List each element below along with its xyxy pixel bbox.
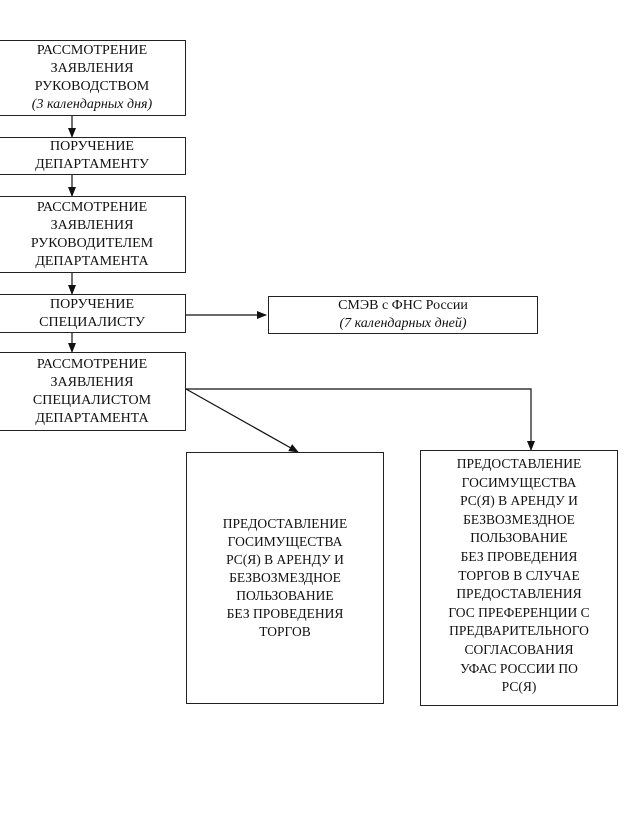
node-n7-line: ТОРГОВ xyxy=(259,624,311,639)
node-n8-line: БЕЗ ПРОВЕДЕНИЯ xyxy=(460,548,578,564)
node-n8-line: СОГЛАСОВАНИЯ xyxy=(464,641,574,657)
edge-n6-n8 xyxy=(186,388,535,451)
node-n7-line: ГОСИМУЩЕСТВА xyxy=(227,534,343,549)
node-n8-line: УФАС РОССИИ ПО xyxy=(460,660,578,676)
node-n8-line: РС(Я) В АРЕНДУ И xyxy=(460,493,578,509)
node-n8-line: ПРЕДВАРИТЕЛЬНОГО xyxy=(449,623,589,639)
node-n8-line: РС(Я) xyxy=(501,679,537,695)
node-n2: ПОРУЧЕНИЕ ДЕПАРТАМЕНТУ xyxy=(0,137,186,175)
node-n7-line: РС(Я) В АРЕНДУ И xyxy=(226,552,344,567)
node-n6: РАССМОТРЕНИЕ ЗАЯВЛЕНИЯ СПЕЦИАЛИСТОМ ДЕПА… xyxy=(0,352,186,431)
node-n1-line: РАССМОТРЕНИЕ xyxy=(36,43,148,58)
node-n7-line: БЕЗ ПРОВЕДЕНИЯ xyxy=(226,606,344,621)
node-n5-note: (7 календарных дней) xyxy=(339,316,467,331)
node-n6-line: СПЕЦИАЛИСТОМ xyxy=(32,392,152,408)
node-n5-line: СМЭВ с ФНС России xyxy=(338,298,468,313)
node-n8-line: ГОС ПРЕФЕРЕНЦИИ С xyxy=(448,604,590,620)
node-n4-line: СПЕЦИАЛИСТУ xyxy=(39,314,145,330)
node-n1: РАССМОТРЕНИЕ ЗАЯВЛЕНИЯ РУКОВОДСТВОМ (3 к… xyxy=(0,40,186,116)
node-n3-line: РУКОВОДИТЕЛЕМ xyxy=(30,235,154,251)
edge-n6-n7 xyxy=(185,388,299,453)
node-n1-note: (3 календарных дня) xyxy=(31,97,153,112)
node-n7-line: ПОЛЬЗОВАНИЕ xyxy=(236,588,334,603)
node-n3-line: ЗАЯВЛЕНИЯ xyxy=(50,217,134,233)
node-n1-line: ЗАЯВЛЕНИЯ xyxy=(50,61,134,76)
node-n8-line: ПРЕДОСТАВЛЕНИЯ xyxy=(456,586,582,602)
node-n7-line: БЕЗВОЗМЕЗДНОЕ xyxy=(229,570,341,585)
node-n8: ПРЕДОСТАВЛЕНИЕ ГОСИМУЩЕСТВА РС(Я) В АРЕН… xyxy=(420,450,618,706)
node-n3: РАССМОТРЕНИЕ ЗАЯВЛЕНИЯ РУКОВОДИТЕЛЕМ ДЕП… xyxy=(0,196,186,273)
node-n8-line: ГОСИМУЩЕСТВА xyxy=(461,474,577,490)
node-n8-line: ПРЕДОСТАВЛЕНИЕ xyxy=(456,456,582,471)
node-n3-line: ДЕПАРТАМЕНТА xyxy=(35,253,149,269)
node-n5: СМЭВ с ФНС России (7 календарных дней) xyxy=(268,296,538,334)
node-n8-line: ТОРГОВ В СЛУЧАЕ xyxy=(458,567,580,583)
node-n1-line: РУКОВОДСТВОМ xyxy=(34,79,150,94)
node-n8-line: ПОЛЬЗОВАНИЕ xyxy=(470,530,568,546)
node-n7-line: ПРЕДОСТАВЛЕНИЕ xyxy=(222,516,348,531)
node-n6-line: ДЕПАРТАМЕНТА xyxy=(35,410,149,426)
node-n6-line: ЗАЯВЛЕНИЯ xyxy=(50,374,134,390)
node-n2-line: ДЕПАРТАМЕНТУ xyxy=(35,157,149,172)
node-n6-line: РАССМОТРЕНИЕ xyxy=(36,356,148,372)
node-n8-line: БЕЗВОЗМЕЗДНОЕ xyxy=(463,511,575,527)
node-n3-line: РАССМОТРЕНИЕ xyxy=(36,199,148,215)
node-n4-line: ПОРУЧЕНИЕ xyxy=(50,296,134,312)
node-n2-line: ПОРУЧЕНИЕ xyxy=(49,139,134,154)
node-n7: ПРЕДОСТАВЛЕНИЕ ГОСИМУЩЕСТВА РС(Я) В АРЕН… xyxy=(186,452,384,704)
node-n4: ПОРУЧЕНИЕ СПЕЦИАЛИСТУ xyxy=(0,294,186,333)
